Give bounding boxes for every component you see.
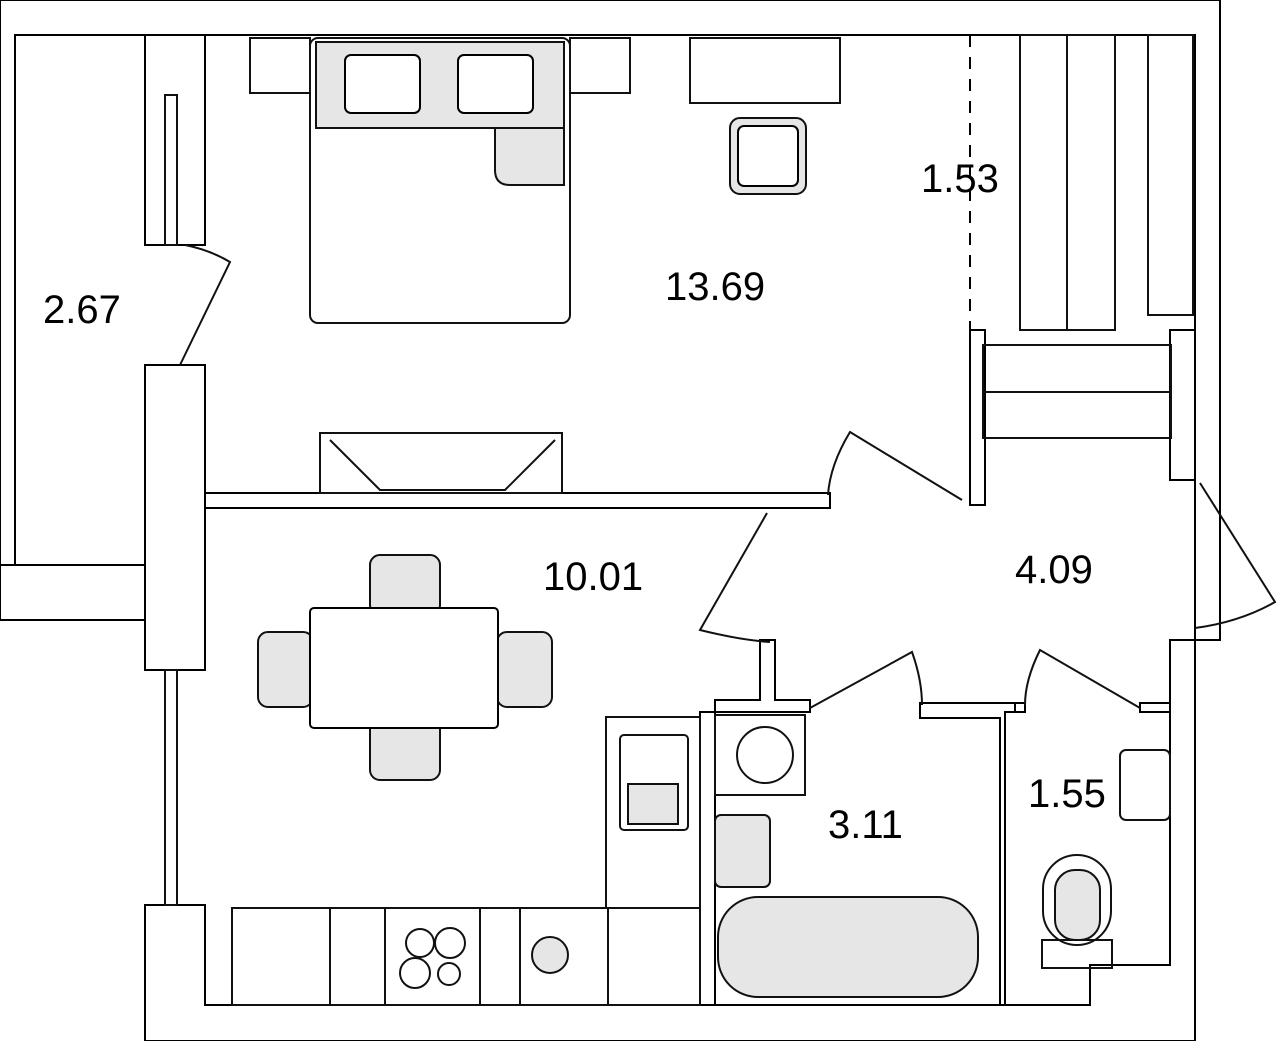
room-area-hallway: 4.09	[1015, 548, 1093, 592]
room-area-wardrobe: 1.53	[921, 157, 999, 201]
kitchen-units	[231, 716, 701, 1006]
walls	[0, 0, 1221, 1041]
room-area-balcony: 2.67	[43, 288, 121, 332]
room-area-bathroom: 3.11	[828, 803, 903, 847]
room-area-toilet: 1.55	[1028, 772, 1106, 816]
wardrobes	[982, 34, 1172, 439]
doors	[179, 244, 1277, 709]
dining-table	[257, 554, 553, 781]
tv-stand	[319, 432, 563, 494]
room-area-kitchen-living: 10.01	[543, 555, 644, 599]
desk	[689, 37, 841, 195]
bed	[249, 37, 631, 324]
bathroom-fixtures	[714, 714, 1171, 998]
room-area-bedroom: 13.69	[665, 265, 766, 309]
